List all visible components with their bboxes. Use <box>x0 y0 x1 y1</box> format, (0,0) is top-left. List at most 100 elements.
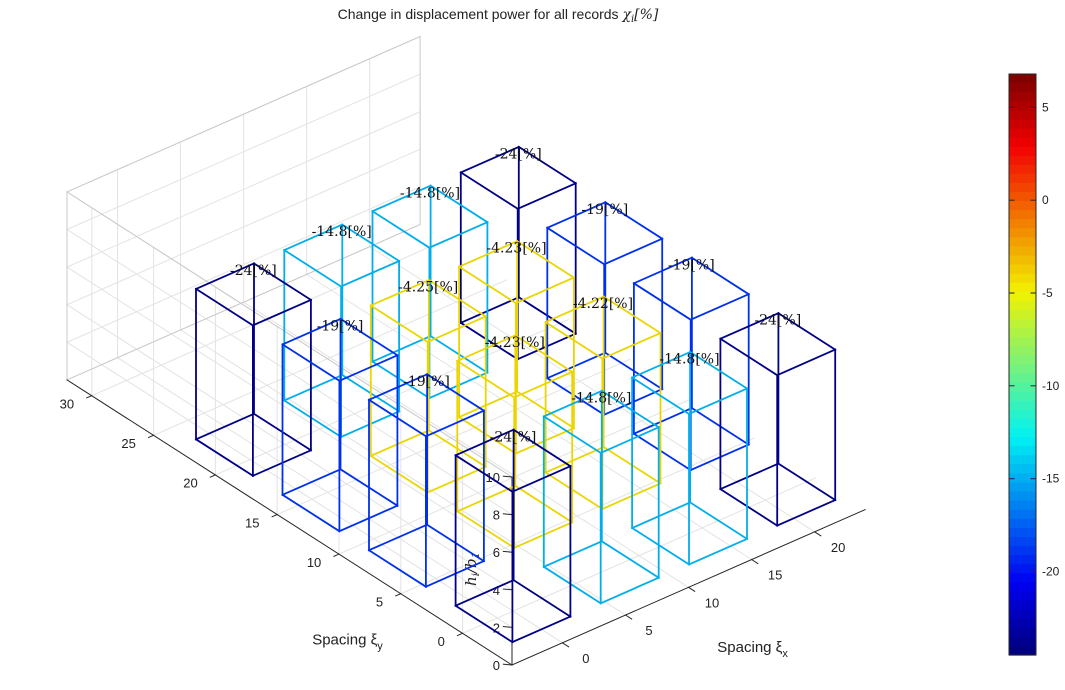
bar-edge <box>630 350 692 379</box>
chart-title: Change in displacement power for all rec… <box>338 6 659 25</box>
grid-line-z <box>66 304 513 591</box>
y-axis-line <box>66 379 513 666</box>
bar-edge <box>600 540 660 579</box>
y-tick-mark <box>86 395 93 399</box>
y-tick-mark <box>147 434 155 439</box>
y-tick-mark <box>395 593 402 597</box>
bar-edge <box>513 370 574 399</box>
colorbar-frame <box>1008 73 1037 656</box>
bar-edge <box>281 343 341 383</box>
bar-edge <box>542 389 603 418</box>
grid-line-z <box>66 266 513 553</box>
bar-edge <box>457 240 519 268</box>
colorbar-tick-label: -15 <box>1042 472 1060 486</box>
colorbar-swatch <box>1009 382 1036 393</box>
bar-layer <box>194 145 837 644</box>
bar-edge <box>371 184 432 213</box>
grid-line-x <box>369 246 816 533</box>
colorbar-swatch <box>1009 482 1036 493</box>
colorbar-swatch <box>1009 128 1036 139</box>
bar-value-label: -19[%] <box>317 318 364 334</box>
grid-line-y <box>152 279 508 436</box>
z-axis-label-den-sub: 1 <box>471 552 482 558</box>
grid-line-y <box>461 477 817 634</box>
bar-edge <box>281 317 342 346</box>
z-axis-label-num: h <box>462 576 480 586</box>
z-tick-mark <box>502 588 513 591</box>
bar-edge <box>544 295 605 324</box>
colorbar-swatch <box>1009 173 1036 184</box>
bar-edge <box>456 334 517 363</box>
bar-edge <box>546 201 607 229</box>
colorbar-swatch <box>1009 491 1036 502</box>
colorbar-swatch <box>1009 346 1036 357</box>
colorbar-swatch <box>1009 564 1036 574</box>
bar-edge <box>776 348 837 377</box>
bar-edge <box>454 604 514 644</box>
pane-edge <box>66 223 421 381</box>
colorbar-swatch <box>1009 328 1036 338</box>
bar <box>194 262 313 478</box>
bar-edge <box>514 334 574 374</box>
colorbar-tick-label: 0 <box>1042 193 1049 207</box>
colorbar-swatch <box>1009 645 1036 656</box>
bar-value-label: -14.8[%] <box>571 390 631 406</box>
z-tick-label: 2 <box>493 620 500 635</box>
bar-edge <box>690 256 750 296</box>
colorbar-swatch <box>1009 582 1036 593</box>
bar-edge <box>367 523 429 552</box>
bar-edge <box>456 359 516 399</box>
x-tick-mark <box>687 586 696 592</box>
x-tick-mark <box>624 614 633 620</box>
colorbar-swatch <box>1009 527 1036 538</box>
bar-edge <box>426 315 487 344</box>
bar-edge <box>428 221 489 249</box>
z-axis-label: hi/b1 <box>462 552 482 586</box>
colorbar-swatch <box>1009 446 1036 456</box>
grid-line-y <box>400 437 755 595</box>
z-tick-label: 6 <box>493 545 500 560</box>
bar-edge <box>339 317 399 357</box>
colorbar-swatch <box>1009 473 1036 484</box>
colorbar-swatch <box>1009 518 1036 529</box>
bar-edge <box>776 498 837 527</box>
bar-edge <box>194 438 255 478</box>
x-tick-label: 20 <box>831 540 845 555</box>
y-tick-label: 15 <box>245 515 259 530</box>
bar-edge <box>546 351 607 380</box>
colorbar-swatch <box>1009 437 1036 447</box>
x-axis-label-text: Spacing ξ <box>717 639 782 656</box>
bar-label-layer: -24[%]-19[%]-19[%]-24[%]-14.8[%]-4.23[%]… <box>230 146 801 445</box>
z-tick-mark <box>502 626 513 628</box>
colorbar-swatch <box>1009 391 1036 402</box>
bar-edge <box>630 376 691 416</box>
z-tick-label: 0 <box>493 658 500 673</box>
colorbar-swatch <box>1009 164 1036 175</box>
grid-line-x <box>242 301 690 588</box>
x-tick-label: 0 <box>582 651 589 666</box>
grid-line-z <box>66 186 421 343</box>
bar-edge <box>719 337 779 377</box>
bar-value-label: -19[%] <box>403 374 450 390</box>
grid-line-z <box>66 111 421 268</box>
pane-edge <box>66 35 421 193</box>
bar-edge <box>600 389 660 429</box>
bar-edge <box>604 201 664 240</box>
bar-edge <box>194 262 256 291</box>
bar-value-label: -4.25[%] <box>398 280 458 296</box>
bar-edge <box>599 426 660 455</box>
y-axis-label-sub: y <box>377 641 383 653</box>
colorbar-swatch <box>1009 101 1036 111</box>
colorbar-swatch <box>1009 636 1036 647</box>
bar <box>454 428 572 644</box>
bar-edge <box>630 526 691 566</box>
colorbar-swatch <box>1009 428 1036 438</box>
bar-edge <box>777 462 837 502</box>
colorbar-swatch <box>1009 237 1036 248</box>
bar-edge <box>281 493 341 533</box>
y-tick-label: 5 <box>376 595 383 610</box>
bar-value-label: -4.22[%] <box>573 296 633 312</box>
x-tick-mark <box>750 558 759 565</box>
bar <box>367 373 486 588</box>
bar-value-label: -14.8[%] <box>312 224 372 240</box>
